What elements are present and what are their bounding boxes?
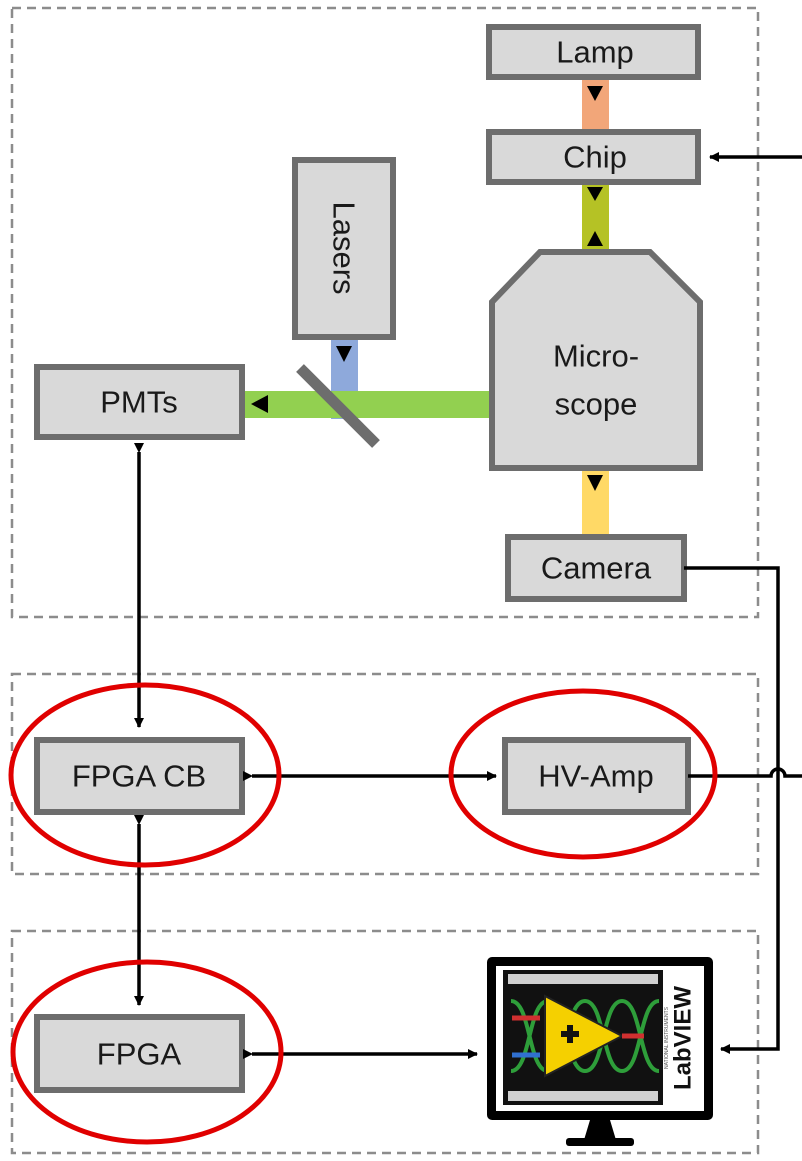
control-group-frame [10,929,760,1155]
fpga-cb-label: FPGA CB [72,759,206,794]
hv-amp-block: HV-Amp [502,737,691,815]
laser-beam-arrow [336,346,352,362]
microscope-label-line1: Micro- [553,339,639,374]
fpga-highlight [10,959,284,1145]
lamp-block: Lamp [486,24,701,80]
labview-logo-text: LabVIEW [670,986,697,1090]
dichroic-mirror [296,364,380,448]
fpga-cb-highlight [8,682,282,868]
labview-small-text: NATIONAL INSTRUMENTS [664,1006,670,1069]
hvamp-output-wire [688,767,802,778]
hv-amp-label: HV-Amp [538,759,653,794]
chip-label: Chip [563,140,627,175]
chip-beam-arrow-down [587,187,603,201]
camera-label: Camera [541,551,652,586]
labview-monitor-icon: LabVIEW NATIONAL INSTRUMENTS [487,957,713,1146]
chip-beam-arrow-up [587,231,603,246]
camera-labview-wire [684,566,780,1054]
microscope-label-line2: scope [555,387,638,422]
pmts-block: PMTs [34,364,245,440]
emission-beam-arrow [251,395,268,413]
chip-block: Chip [486,129,701,185]
microscope-block: Micro- scope [489,249,703,471]
lamp-label: Lamp [556,35,634,70]
pmts-label: PMTs [100,385,178,420]
fpga-label: FPGA [97,1037,182,1072]
hv-amp-highlight [448,688,718,860]
camera-beam-arrow [587,475,603,491]
lamp-beam-arrow [587,86,603,101]
lasers-label: Lasers [327,201,362,294]
lasers-block: Lasers [292,157,396,340]
fpga-block: FPGA [34,1014,245,1093]
optics-group-frame [10,6,760,619]
fpga-cb-block: FPGA CB [34,737,245,815]
emission-beam [242,391,494,418]
camera-block: Camera [505,534,687,602]
